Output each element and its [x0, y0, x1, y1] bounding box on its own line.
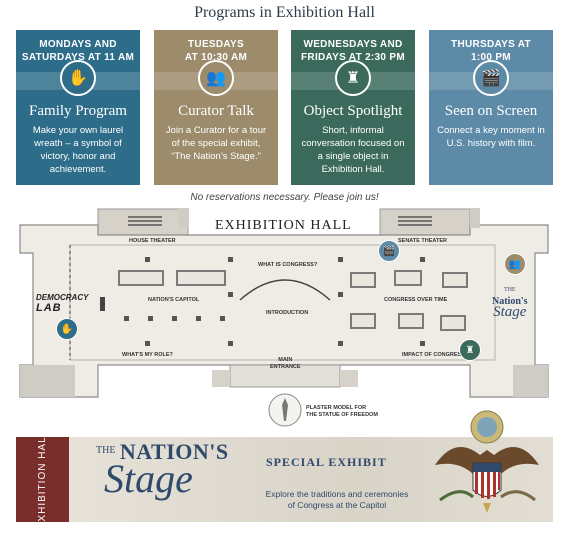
nations-stage-logo-small: THE Nation's Stage [492, 287, 528, 320]
people-talk-icon: 👥 [198, 60, 234, 96]
exhibit-case [350, 313, 376, 329]
senate-theater-label: SENATE THEATER [398, 238, 447, 244]
main-entrance-label: MAIN ENTRANCE [270, 357, 301, 370]
program-body: Seen on Screen Connect a key moment in U… [429, 90, 553, 185]
program-body: Family Program Make your own laurel wrea… [16, 90, 140, 185]
banner-side-tab: EXHIBITION HALL [16, 430, 69, 529]
program-body: Curator Talk Join a Curator for a tour o… [154, 90, 278, 185]
exhibition-hall-vertical-label: EXHIBITION HALL [37, 429, 48, 530]
people-talk-icon: 👥 [504, 253, 526, 275]
program-name: Family Program [29, 103, 127, 119]
statue-object-icon: ♜ [459, 339, 481, 361]
program-description: Connect a key moment in U.S. history wit… [437, 125, 545, 149]
program-description: Make your own laurel wreath – a symbol o… [32, 125, 124, 175]
film-clapper-icon: 🎬 [378, 240, 400, 262]
exhibit-case [398, 313, 424, 329]
exhibit-case [176, 270, 226, 286]
exhibit-case [442, 272, 468, 288]
democracy-lab-label: DEMOCRACY LAB [36, 293, 89, 314]
introduction-label: INTRODUCTION [266, 310, 309, 316]
exhibit-case [440, 315, 466, 331]
statue-object-icon: ♜ [335, 60, 371, 96]
impact-of-congress-label: IMPACT OF CONGRESS [402, 352, 465, 358]
eagle-seal-icon [435, 410, 539, 513]
banner-description: Explore the traditions and ceremonies of… [265, 489, 409, 510]
nations-stage-logo: THE NATION'S Stage [96, 439, 229, 501]
nations-capitol-label: NATION'S CAPITOL [148, 297, 200, 303]
program-name: Curator Talk [178, 103, 254, 119]
program-description: Short, informal conversation focused on … [301, 125, 405, 175]
hall-title: EXHIBITION HALL [215, 218, 352, 233]
exhibit-case [118, 270, 164, 286]
reservation-note: No reservations necessary. Please join u… [190, 192, 379, 203]
house-theater-label: HOUSE THEATER [129, 238, 176, 244]
program-description: Join a Curator for a tour of the special… [165, 125, 267, 162]
what-is-congress-label: WHAT IS CONGRESS? [258, 262, 318, 268]
exhibit-case [394, 270, 422, 286]
congress-over-time-label: CONGRESS OVER TIME [384, 297, 448, 303]
program-name: Seen on Screen [444, 103, 538, 119]
wreath-craft-icon: ✋ [56, 318, 78, 340]
program-schedule: WEDNESDAYS AND FRIDAYS AT 2:30 PM [291, 30, 415, 72]
wreath-craft-icon: ✋ [60, 60, 96, 96]
special-exhibit-label: SPECIAL EXHIBIT [266, 455, 387, 469]
film-clapper-icon: 🎬 [473, 60, 509, 96]
program-name: Object Spotlight [303, 103, 403, 119]
plaster-model-label: PLASTER MODEL FOR THE STATUE OF FREEDOM [306, 405, 378, 418]
whats-my-role-label: WHAT'S MY ROLE? [122, 352, 173, 358]
program-body: Object Spotlight Short, informal convers… [291, 90, 415, 185]
exhibit-case [350, 272, 376, 288]
floor-plan-outline [19, 208, 549, 427]
page-title: Programs in Exhibition Hall [194, 4, 375, 21]
